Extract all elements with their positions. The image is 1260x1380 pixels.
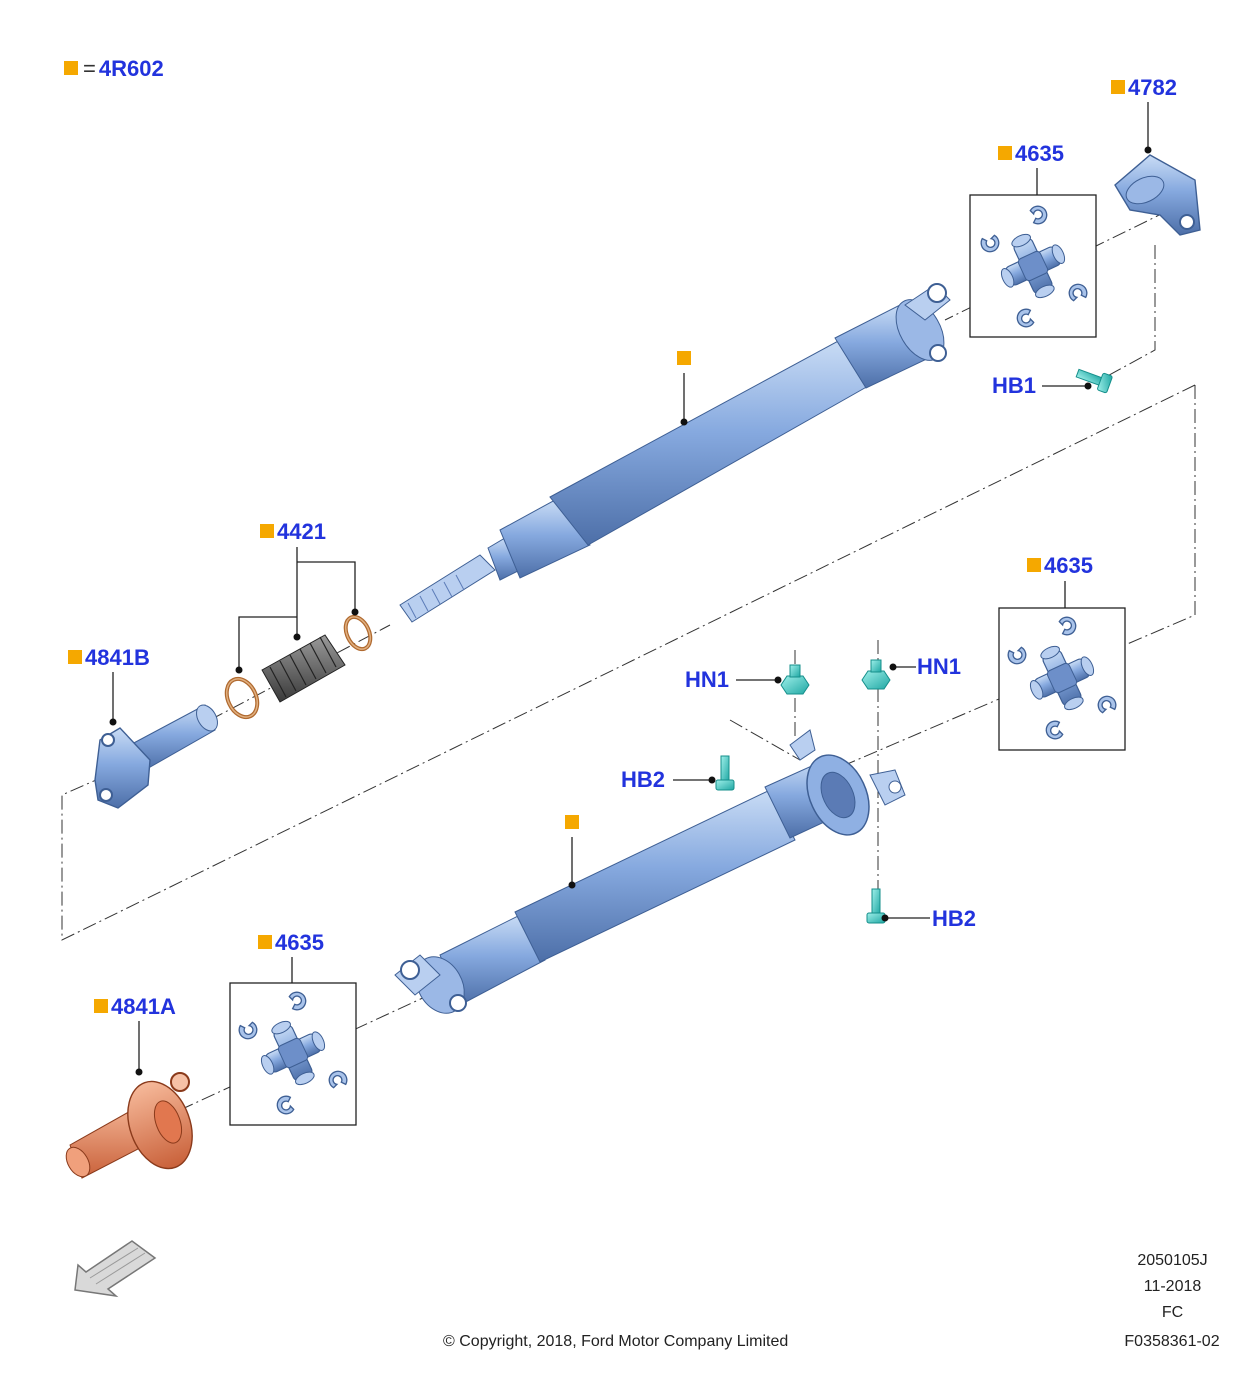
copyright-notice: © Copyright, 2018, Ford Motor Company Li… — [443, 1333, 789, 1350]
callout-4782: 4782 — [1111, 77, 1177, 99]
marker-icon — [998, 146, 1012, 160]
callout-4635-bottom: 4635 — [258, 932, 324, 954]
rear-flange-yoke-4782 — [1114, 154, 1201, 236]
bolt-hb1 — [1073, 364, 1114, 394]
legend-code: 4R602 — [98, 56, 164, 81]
legend-marker-icon — [64, 61, 78, 75]
marker-icon — [1027, 558, 1041, 572]
leader-lines — [112, 102, 1149, 1072]
callout-hn1-left: HN1 — [685, 667, 730, 692]
legend: =4R602 — [64, 58, 164, 80]
marker-icon — [68, 650, 82, 664]
lower-driveshaft — [394, 729, 906, 1014]
ujoint-kit-box-top — [969, 194, 1097, 338]
callout-hn1-right: HN1 — [917, 654, 962, 679]
footer-ref-code: 2050105J — [1137, 1252, 1208, 1269]
legend-equals: = — [83, 56, 96, 81]
marker-icon — [258, 935, 272, 949]
callout-4635-top: 4635 — [998, 143, 1064, 165]
callout-hb2-right: HB2 — [932, 906, 977, 931]
boot-and-clamps-4421 — [224, 614, 373, 720]
callout-4421: 4421 — [260, 521, 326, 543]
footer-region: FC — [1161, 1304, 1184, 1321]
leader-dots — [109, 146, 1152, 1076]
callout-4841a: 4841A — [94, 996, 176, 1018]
direction-arrow-icon — [74, 1240, 157, 1298]
companion-flange-4841a — [65, 1072, 193, 1179]
footer-date: 11-2018 — [1143, 1278, 1202, 1295]
marker-icon — [260, 524, 274, 538]
ujoint-kit-box-middle — [998, 607, 1126, 751]
marker-icon — [1111, 80, 1125, 94]
callout-hb1: HB1 — [992, 373, 1037, 398]
callout-4841b: 4841B — [68, 647, 150, 669]
shaft-marker-upper — [677, 351, 691, 365]
ujoint-kit-box-bottom — [229, 982, 357, 1126]
upper-driveshaft — [399, 283, 951, 623]
shaft-marker-lower — [565, 815, 579, 829]
nut-hn1-right — [861, 659, 891, 690]
callout-hb2-left: HB2 — [621, 767, 666, 792]
slip-yoke-4841b — [94, 704, 218, 809]
bolt-hb2-left — [715, 755, 735, 791]
marker-icon — [94, 999, 108, 1013]
callout-4635-middle: 4635 — [1027, 555, 1093, 577]
nut-hn1-left — [780, 664, 810, 695]
footer-doc-id: F0358361-02 — [1124, 1333, 1220, 1350]
